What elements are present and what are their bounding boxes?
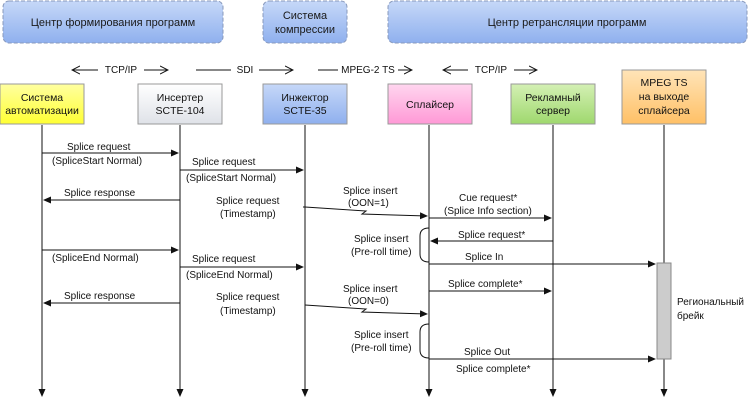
msg-splice-request-1-label: Splice request xyxy=(67,142,131,153)
msg-cue-request-sub: (Splice Info section) xyxy=(444,206,532,217)
msg-splice-request-1-sub: (SpliceStart Normal) xyxy=(52,156,142,167)
msg-splice-in-label: Splice In xyxy=(465,252,503,263)
msg-splice-request-timestamp-2-sub: (Timestamp) xyxy=(220,306,276,317)
regional-break-bar xyxy=(656,262,672,360)
actor-automation-label-1: Система xyxy=(21,92,63,104)
group-program-center xyxy=(2,0,224,44)
link-sdi: SDI xyxy=(237,65,254,76)
msg-splice-insert-oon0-label: Splice insert xyxy=(343,284,398,295)
msg-splice-insert-preroll-1 xyxy=(419,227,430,263)
msg-splice-insert-preroll-2-sub: (Pre-roll time) xyxy=(351,343,412,354)
msg-splice-request-2-sub: (SpliceStart Normal) xyxy=(186,173,276,184)
actor-inserter-label-1: Инсертер xyxy=(157,92,204,104)
actor-inserter-label-2: SCTE-104 xyxy=(155,105,204,117)
msg-splice-insert-oon1-sub: (OON=1) xyxy=(348,198,389,209)
msg-splice-complete-1-label: Splice complete* xyxy=(448,279,523,290)
actor-injector-label-1: Инжектор xyxy=(281,92,328,104)
msg-splice-end-normal-label: (SpliceEnd Normal) xyxy=(52,253,139,264)
msg-splice-response-1-label: Splice response xyxy=(64,188,136,199)
msg-splice-request-end-sub: (SpliceEnd Normal) xyxy=(186,270,273,281)
msg-splice-insert-preroll-2 xyxy=(419,323,430,359)
msg-splice-request-timestamp-1-sub: (Timestamp) xyxy=(220,209,276,220)
msg-splice-complete-2-label: Splice complete* xyxy=(456,364,531,375)
link-tcpip-right: TCP/IP xyxy=(475,65,508,76)
msg-splice-insert-preroll-1-label: Splice insert xyxy=(354,234,409,245)
actor-automation xyxy=(0,83,85,125)
msg-splice-insert-preroll-2-label: Splice insert xyxy=(354,330,409,341)
group-relay-center-label: Центр ретрансляции программ xyxy=(488,17,647,29)
msg-splice-insert-preroll-1-sub: (Pre-roll time) xyxy=(351,247,412,258)
group-compression xyxy=(262,0,348,44)
regional-break-label-1: Региональный xyxy=(677,297,744,308)
actor-ad-server xyxy=(510,83,596,125)
msg-splice-insert-oon0-sub: (OON=0) xyxy=(348,296,389,307)
actor-ad-server-label-1: Рекламный xyxy=(525,92,581,104)
msg-splice-insert-oon0 xyxy=(304,304,428,318)
actor-splicer-label: Сплайсер xyxy=(406,99,454,111)
msg-splice-insert-oon1-label: Splice insert xyxy=(343,186,398,197)
actor-ad-server-label-2: сервер xyxy=(536,105,570,117)
actor-mpegts-label-1: MPEG TS xyxy=(640,77,687,89)
actor-mpegts-label-3: сплайсера xyxy=(638,105,690,117)
actor-mpegts xyxy=(621,69,707,125)
actor-splicer xyxy=(387,83,473,125)
msg-splice-request-2-label: Splice request xyxy=(192,157,256,168)
actor-mpegts-label-2: на выходе xyxy=(639,91,690,103)
group-compression-label-2: компрессии xyxy=(275,24,335,36)
group-relay-center xyxy=(387,0,748,44)
actor-automation-label-2: автоматизации xyxy=(5,105,79,117)
msg-splice-response-2-label: Splice response xyxy=(64,291,136,302)
msg-splice-request-timestamp-1-label: Splice request xyxy=(216,196,280,207)
msg-cue-request-label: Cue request* xyxy=(459,193,517,204)
actor-injector-label-2: SCTE-35 xyxy=(283,105,326,117)
group-program-center-label: Центр формирования программ xyxy=(31,17,195,29)
group-compression-label-1: Система xyxy=(283,10,328,22)
msg-splice-request-timestamp-2-label: Splice request xyxy=(216,292,280,303)
msg-splice-request-star-label: Splice request* xyxy=(458,230,525,241)
link-tcpip-left: TCP/IP xyxy=(105,65,138,76)
actor-inserter xyxy=(137,83,223,125)
msg-splice-insert-oon1 xyxy=(304,206,428,220)
regional-break-label-2: брейк xyxy=(677,310,704,322)
link-mpeg2ts: MPEG-2 TS xyxy=(341,65,395,76)
actor-injector xyxy=(262,83,348,125)
msg-splice-out-label: Splice Out xyxy=(464,347,510,358)
msg-splice-request-end-label: Splice request xyxy=(192,254,256,265)
